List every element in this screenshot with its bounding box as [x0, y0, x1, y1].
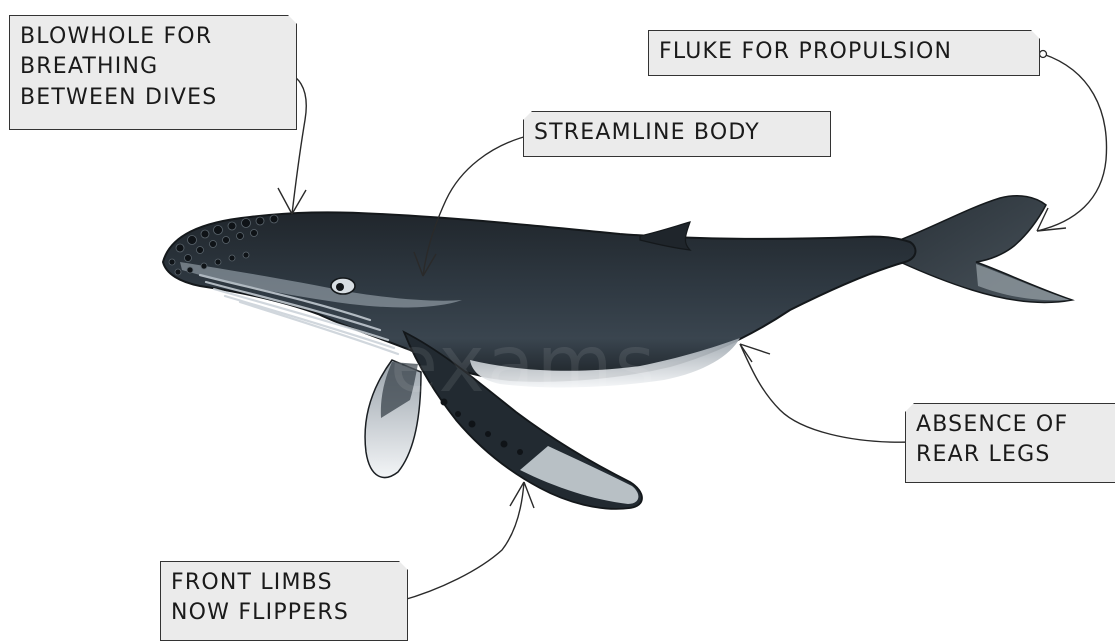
- flippers-pointer: [400, 482, 524, 601]
- rear-legs-pointer: [740, 344, 913, 442]
- label-flippers-line-1: FRONT LIMBS: [171, 568, 397, 598]
- label-rear-legs: ABSENCE OF REAR LEGS: [905, 403, 1115, 483]
- fluke-pointer: [1037, 54, 1106, 231]
- label-streamline-line-1: STREAMLINE BODY: [534, 118, 820, 148]
- label-streamline: STREAMLINE BODY: [523, 111, 831, 157]
- label-blowhole-line-3: BETWEEN DIVES: [20, 83, 286, 113]
- label-flippers: FRONT LIMBS NOW FLIPPERS: [160, 561, 408, 641]
- eye-pupil: [336, 283, 344, 291]
- label-flippers-line-2: NOW FLIPPERS: [171, 598, 397, 628]
- label-fluke: FLUKE FOR PROPULSION: [648, 30, 1040, 76]
- label-fluke-line-1: FLUKE FOR PROPULSION: [659, 37, 1029, 67]
- label-blowhole-line-2: BREATHING: [20, 52, 286, 82]
- label-rear-legs-line-1: ABSENCE OF: [916, 410, 1115, 440]
- label-blowhole-line-1: BLOWHOLE FOR: [20, 22, 286, 52]
- label-rear-legs-line-2: REAR LEGS: [916, 440, 1115, 470]
- whale-body: [163, 212, 915, 381]
- label-blowhole: BLOWHOLE FOR BREATHING BETWEEN DIVES: [9, 15, 297, 130]
